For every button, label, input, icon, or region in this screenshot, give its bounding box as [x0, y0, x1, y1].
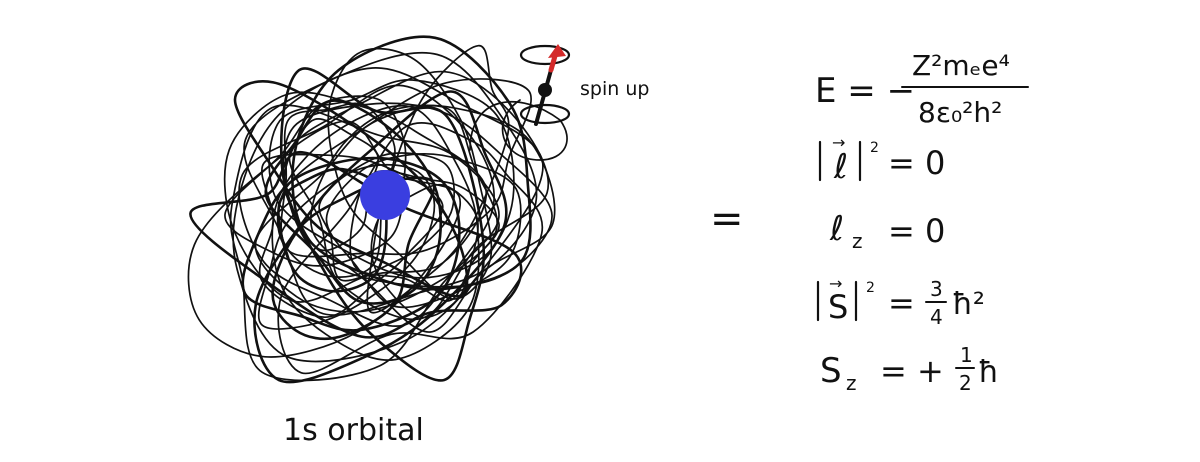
- cloud-stroke: [241, 156, 461, 332]
- equals-sign: =: [710, 196, 744, 242]
- s-squared-eq: =: [888, 284, 915, 322]
- spin-arrow-shaft: [548, 53, 558, 73]
- cloud-stroke: [277, 167, 388, 293]
- trajectory-loop: [469, 99, 568, 161]
- cloud-stroke: [325, 152, 522, 309]
- energy-denominator: 8ε₀²h²: [918, 96, 1002, 129]
- sz-numerator: 1: [960, 343, 973, 367]
- cloud-stroke: [327, 47, 493, 300]
- energy-lhs: E = −: [815, 71, 915, 111]
- s-squared-exponent: 2: [866, 280, 875, 296]
- l-squared-rhs: = 0: [888, 144, 945, 182]
- lz-subscript: z: [852, 229, 863, 253]
- spin-electron-dot: [538, 83, 552, 97]
- s-squared-numerator: 3: [930, 277, 943, 301]
- lz-symbol: ℓ: [829, 209, 844, 249]
- cloud-stroke: [253, 90, 508, 384]
- cloud-stroke: [187, 120, 462, 358]
- s-vector-arrow: →: [829, 274, 842, 293]
- cloud-stroke: [189, 150, 523, 339]
- cloud-stroke: [258, 153, 444, 319]
- spin-bottom-orbit: [519, 103, 571, 125]
- equation-lz: ℓ z = 0: [829, 209, 945, 253]
- s-squared-denominator: 4: [930, 305, 943, 329]
- s-squared-tail: ħ²: [952, 287, 985, 322]
- cloud-stroke: [224, 95, 407, 267]
- nucleus: [360, 170, 410, 220]
- sz-tail: ħ: [978, 355, 999, 390]
- lz-rhs: = 0: [888, 212, 945, 250]
- orbital-label: 1s orbital: [283, 413, 424, 448]
- cloud-stroke: [232, 67, 544, 363]
- cloud-stroke: [233, 80, 469, 298]
- cloud-stroke: [257, 163, 436, 330]
- spin-electron: [519, 44, 571, 126]
- cloud-stroke: [238, 84, 495, 328]
- spin-arrow-head: [548, 44, 566, 58]
- s-symbol: S: [828, 288, 848, 326]
- cloud-stroke: [283, 118, 380, 252]
- cloud-stroke: [276, 78, 532, 258]
- cloud-stroke: [288, 70, 550, 321]
- spin-label: spin up: [580, 78, 649, 100]
- energy-numerator: Z²mₑe⁴: [912, 49, 1010, 82]
- l-symbol: ℓ: [833, 147, 848, 187]
- sz-denominator: 2: [959, 371, 972, 395]
- electron-cloud: [187, 35, 556, 384]
- equation-s-squared: → S 2 = 3 4 ħ²: [816, 274, 985, 329]
- sz-subscript: z: [846, 371, 857, 395]
- sz-eq: = +: [880, 352, 944, 390]
- spin-axis: [534, 68, 553, 126]
- spin-top-orbit: [519, 44, 571, 66]
- l-vector-arrow: →: [832, 133, 845, 152]
- equation-l-squared: → ℓ 2 = 0: [818, 133, 945, 187]
- cloud-stroke: [282, 102, 553, 288]
- equation-energy: E = − Z²mₑe⁴ 8ε₀²h²: [815, 49, 1029, 129]
- cloud-stroke: [310, 104, 556, 333]
- cloud-stroke: [271, 105, 480, 361]
- sz-symbol: S: [820, 351, 842, 391]
- cloud-stroke: [243, 51, 538, 316]
- l-squared-exponent: 2: [870, 140, 879, 156]
- equation-sz: S z = + 1 2 ħ: [820, 343, 999, 395]
